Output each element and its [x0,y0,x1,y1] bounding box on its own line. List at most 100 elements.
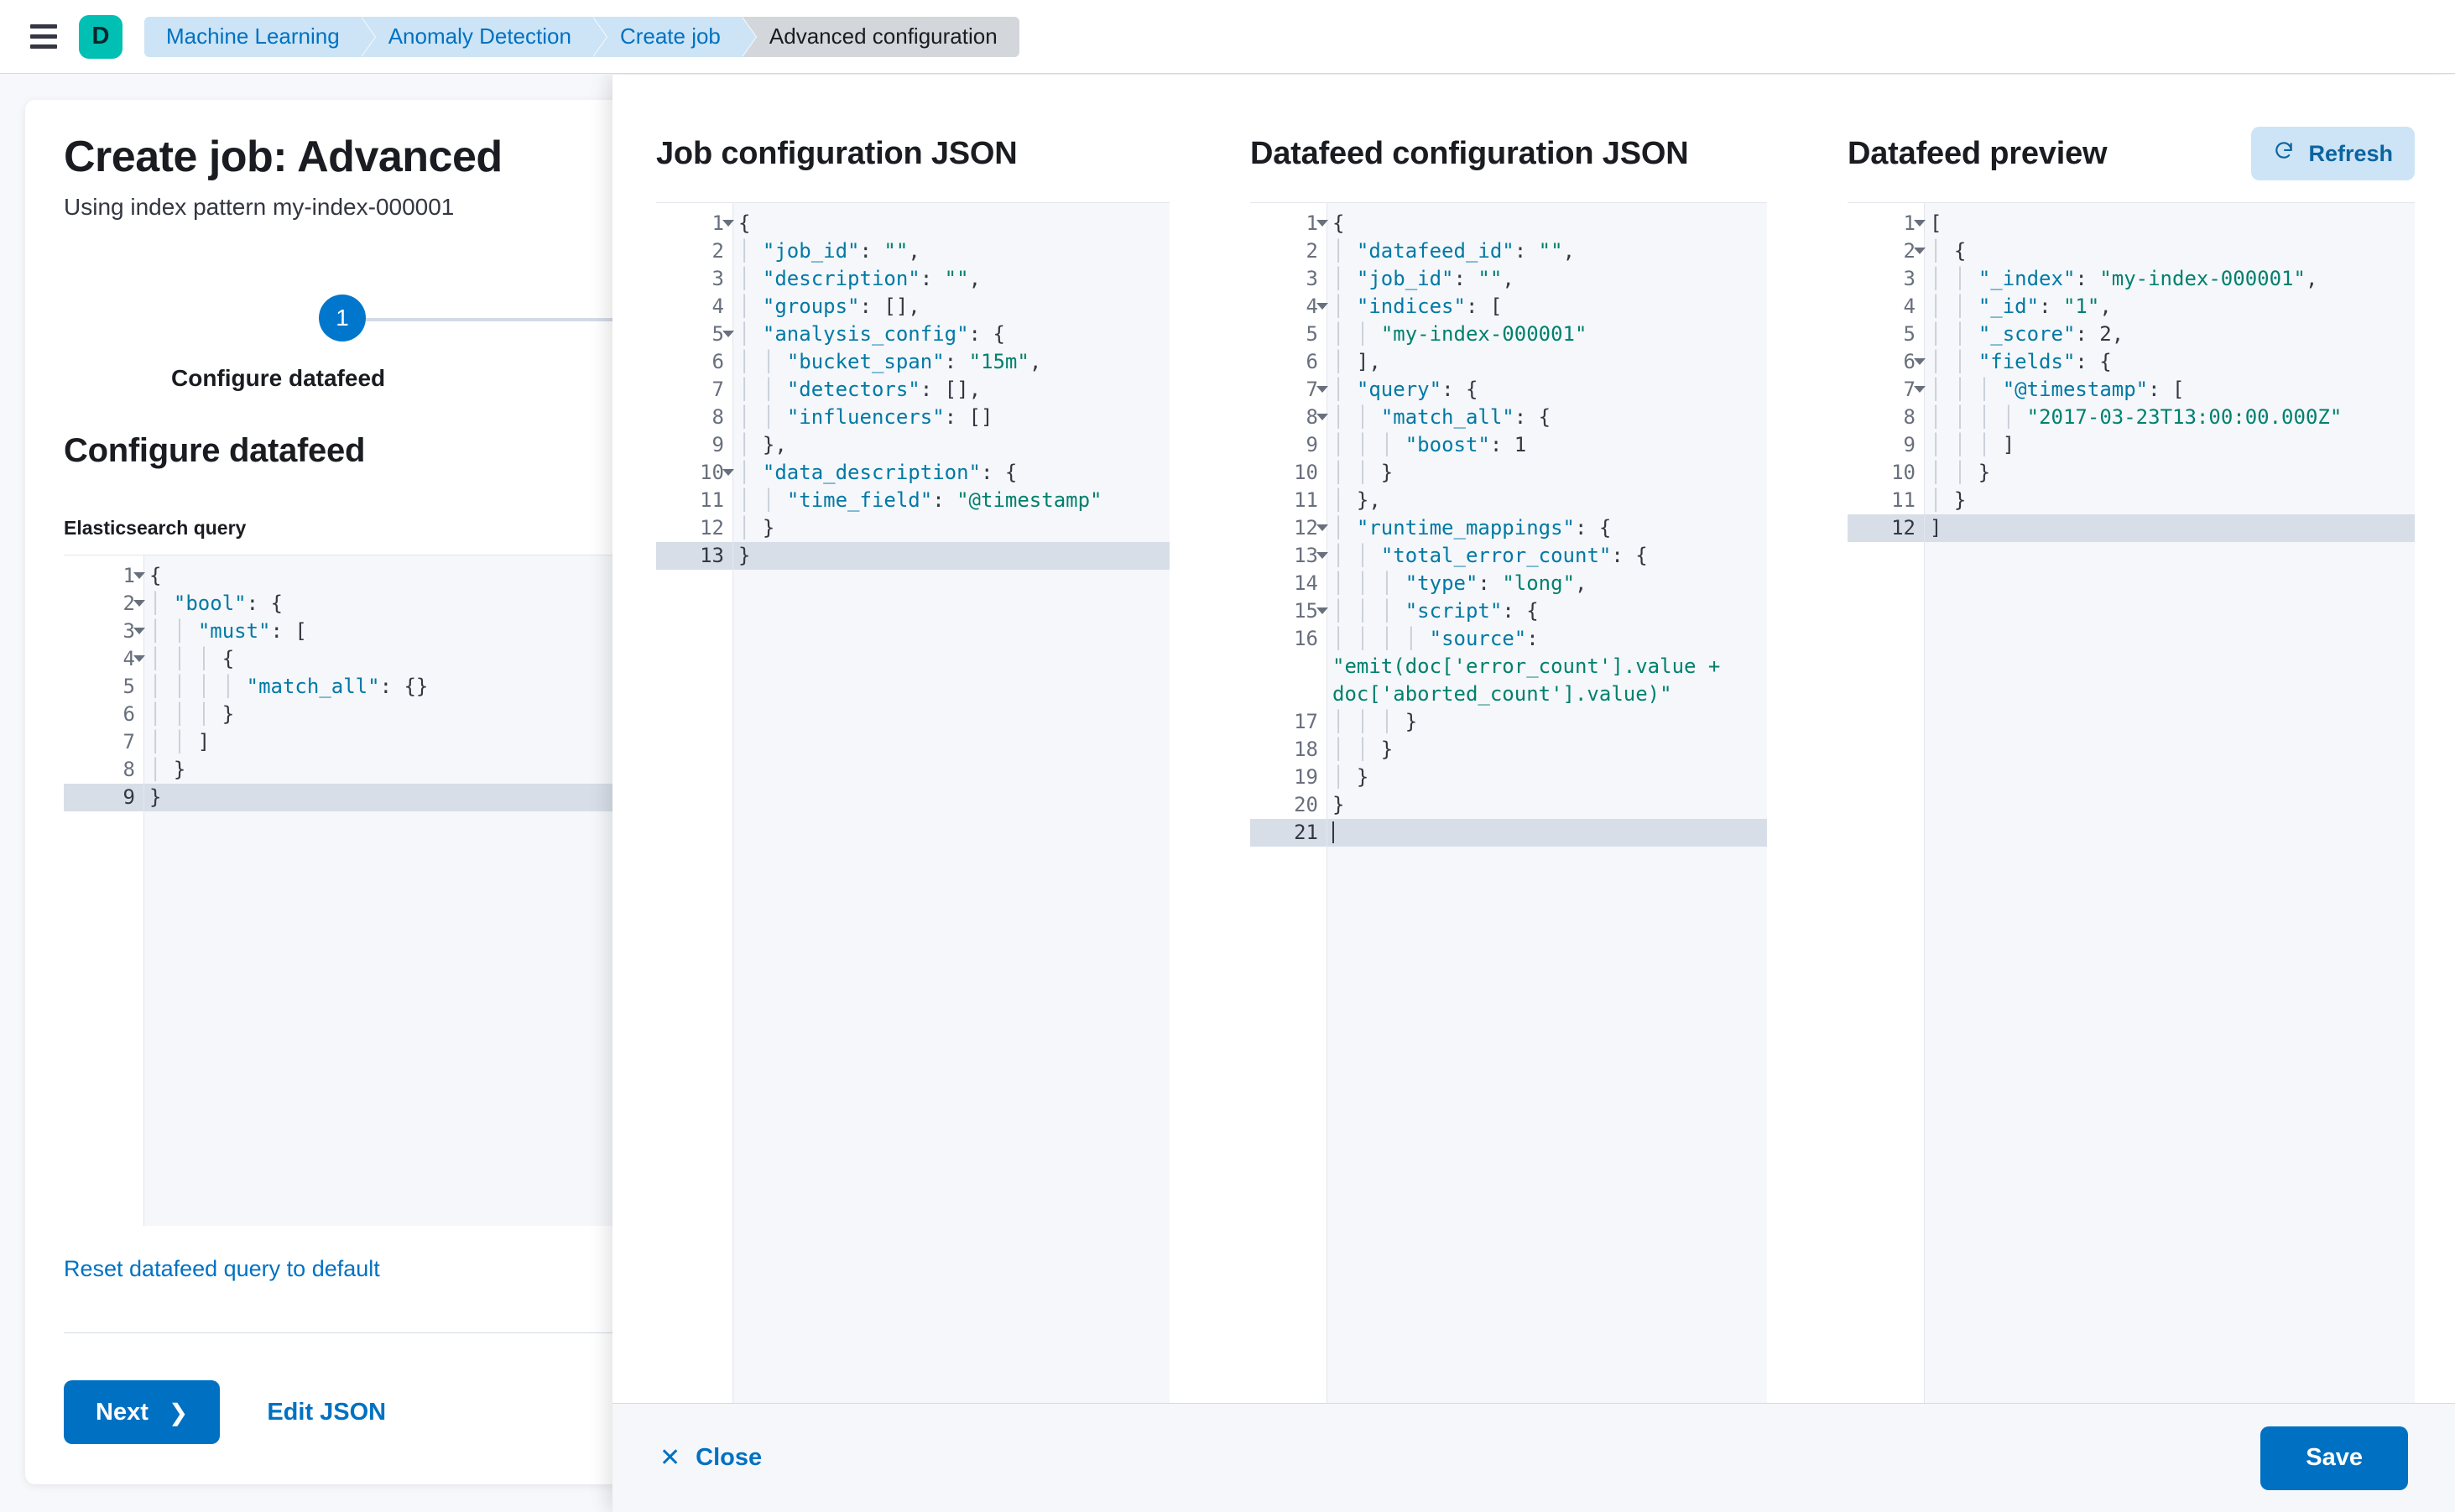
breadcrumb-item-0[interactable]: Machine Learning [144,16,375,57]
code-line[interactable]: │ │ "fields": { [1930,350,2112,373]
code-line[interactable]: │ │ "influencers": [] [738,405,993,429]
code-line[interactable]: │ "groups": [], [738,295,920,318]
code-line[interactable]: { [149,564,162,587]
code-line[interactable]: │ │ } [1930,461,1991,484]
code-line[interactable]: │ } [738,516,775,540]
fold-chevron-icon[interactable] [722,469,734,476]
fold-chevron-icon[interactable] [133,572,145,579]
edit-json-link[interactable]: Edit JSON [267,1398,387,1426]
fold-chevron-icon[interactable] [1316,386,1328,393]
fold-chevron-icon[interactable] [1316,552,1328,559]
code-line[interactable]: │ "datafeed_id": "", [1332,239,1576,263]
code-line[interactable]: │ │ } [1332,461,1394,484]
code-line[interactable]: │ "data_description": { [738,461,1018,484]
code-line[interactable]: │ │ │ } [149,702,235,726]
code-line[interactable]: { [1332,211,1345,235]
code-line[interactable]: │ "description": "", [738,267,982,290]
fold-chevron-icon[interactable] [722,220,734,227]
code-line[interactable]: │ │ "match_all": { [1332,405,1551,429]
fold-chevron-icon[interactable] [1914,220,1926,227]
refresh-button[interactable]: Refresh [2251,127,2415,180]
code-line[interactable]: } [1332,793,1345,816]
stepper-step-1-circle[interactable]: 1 [319,295,366,342]
line-number: 16 [1294,627,1318,650]
code-line[interactable]: │ }, [1332,488,1381,512]
line-number: 7 [1848,376,1926,404]
brand-logo[interactable]: D [79,14,122,59]
line-number: 2 [1306,239,1318,263]
code-line[interactable]: │ │ │ ] [1930,433,2015,456]
fold-chevron-icon[interactable] [1316,303,1328,310]
code-line[interactable]: │ │ } [1332,738,1394,761]
line-number: 20 [1294,793,1318,816]
save-button[interactable]: Save [2260,1426,2408,1490]
fold-chevron-icon[interactable] [1914,248,1926,254]
fold-chevron-icon[interactable] [133,655,145,662]
line-number: 4 [711,295,724,318]
code-line[interactable]: │ │ │ "script": { [1332,599,1539,623]
code-line[interactable]: ] [1925,514,2415,542]
editor-code-area[interactable]: { │ "job_id": "", │ "description": "", │ "g… [733,203,1170,1403]
fold-chevron-icon[interactable] [133,600,145,607]
code-line[interactable]: │ │ │ │ "2017-03-23T13:00:00.000Z" [1930,405,2343,429]
code-line[interactable]: │ } [1332,765,1369,789]
fold-chevron-icon[interactable] [1316,607,1328,614]
code-line[interactable]: │ │ "bucket_span": "15m", [738,350,1042,373]
fold-chevron-icon[interactable] [1914,386,1926,393]
code-line[interactable]: │ "job_id": "", [1332,267,1514,290]
editor-code-area[interactable]: { │ "datafeed_id": "", │ "job_id": "", │ "i… [1327,203,1767,1403]
code-line[interactable]: │ "indices": [ [1332,295,1503,318]
code-line[interactable]: │ │ │ "type": "long", [1332,571,1587,595]
code-line[interactable]: │ │ ] [149,730,211,753]
code-line[interactable]: │ } [1930,488,1967,512]
code-line[interactable]: │ │ "_index": "my-index-000001", [1930,267,2318,290]
code-line[interactable]: │ │ "must": [ [149,619,307,643]
code-line[interactable]: │ │ │ "boost": 1 [1332,433,1527,456]
hamburger-bar-3 [30,44,57,49]
code-line[interactable]: │ │ "time_field": "@timestamp" [738,488,1102,512]
code-line[interactable]: │ │ │ } [1332,710,1418,733]
fold-chevron-icon[interactable] [722,331,734,337]
code-line[interactable]: │ "analysis_config": { [738,322,1005,346]
code-line[interactable]: │ ], [1332,350,1381,373]
code-line[interactable]: { [738,211,751,235]
fold-chevron-icon[interactable] [1316,414,1328,420]
code-line[interactable]: │ │ │ │ "source": "emit(doc['error_count… [1332,627,1733,706]
code-line[interactable]: │ │ │ │ "match_all": {} [149,675,429,698]
code-line[interactable]: [ [1930,211,1942,235]
code-line[interactable] [1327,819,1767,847]
code-line[interactable]: │ { [1930,239,1967,263]
code-line[interactable]: │ │ "_score": 2, [1930,322,2124,346]
code-line[interactable]: │ }, [738,433,787,456]
code-line[interactable]: │ "runtime_mappings": { [1332,516,1612,540]
code-line[interactable]: │ │ "total_error_count": { [1332,544,1648,567]
code-line[interactable]: │ │ │ "@timestamp": [ [1930,378,2185,401]
line-number: 7 [122,730,135,753]
breadcrumb-item-1[interactable]: Anomaly Detection [361,16,607,57]
code-line[interactable]: │ "bool": { [149,592,283,615]
code-line[interactable]: │ } [149,758,186,781]
fold-chevron-icon[interactable] [1316,524,1328,531]
code-line[interactable]: │ │ │ { [149,647,235,670]
code-line[interactable]: │ │ "my-index-000001" [1332,322,1587,346]
line-number: 2 [64,590,145,618]
close-button[interactable]: ✕ Close [659,1444,762,1472]
datafeed-configuration-title: Datafeed configuration JSON [1250,135,1689,171]
code-line[interactable]: │ │ "_id": "1", [1930,295,2112,318]
code-line[interactable]: │ "job_id": "", [738,239,920,263]
code-line[interactable]: } [733,542,1170,570]
code-line[interactable]: │ │ "detectors": [], [738,378,982,401]
fold-chevron-icon[interactable] [133,628,145,634]
next-button[interactable]: Next ❯ [64,1380,221,1444]
breadcrumb-item-2[interactable]: Create job [592,16,756,57]
hamburger-menu-icon[interactable] [25,18,62,55]
editor-code-area[interactable]: [ │ { │ │ "_index": "my-index-000001", │ │ … [1925,203,2415,1403]
reset-datafeed-query-link[interactable]: Reset datafeed query to default [64,1256,380,1281]
fold-chevron-icon[interactable] [1914,358,1926,365]
fold-chevron-icon[interactable] [1316,220,1328,227]
code-line[interactable]: │ "query": { [1332,378,1478,401]
